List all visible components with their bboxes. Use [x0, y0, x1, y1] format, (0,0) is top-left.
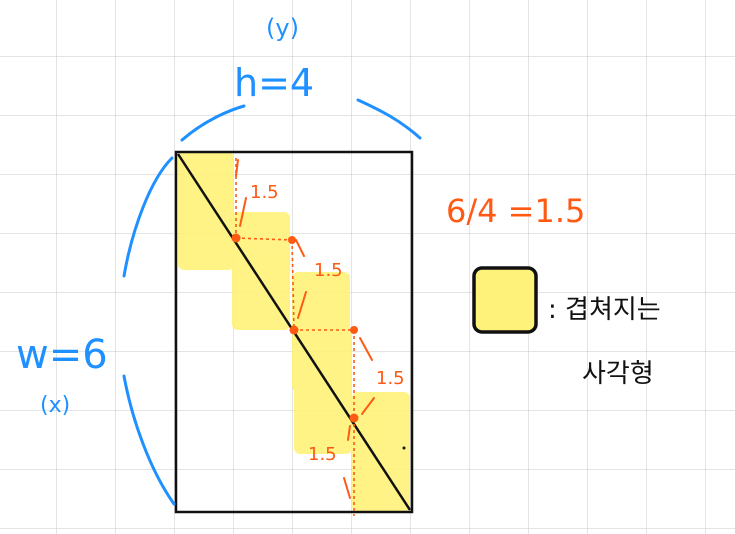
width-label: w=6	[16, 332, 108, 378]
width-brace	[122, 156, 176, 506]
intersection-point-4	[350, 326, 358, 334]
step-label-4: 1.5	[308, 444, 337, 465]
step-label-3: 1.5	[376, 368, 405, 389]
step-label-2: 1.5	[314, 260, 343, 281]
x-axis-label: (x)	[40, 393, 70, 418]
overlap-square-4	[294, 330, 352, 454]
intersection-points	[231, 233, 359, 423]
ratio-label: 6/4 =1.5	[446, 192, 585, 230]
step-label-1: 1.5	[250, 182, 279, 203]
intersection-point-5	[349, 413, 359, 423]
small-dot	[402, 446, 406, 450]
y-axis-label: (y)	[266, 14, 299, 42]
height-label: h=4	[234, 61, 314, 105]
legend-swatch	[472, 266, 538, 334]
intersection-point-3	[289, 325, 299, 335]
step-brackets	[235, 159, 375, 499]
overlap-squares	[178, 152, 410, 512]
overlap-square-1	[178, 152, 234, 270]
height-brace	[180, 98, 422, 142]
legend-text-line2: 사각형	[582, 359, 654, 389]
overlap-square-5	[352, 392, 410, 512]
legend-text-line1: : 겹쳐지는	[548, 295, 661, 325]
overlap-square-2	[232, 212, 290, 330]
intersection-point-2	[288, 236, 296, 244]
main-rectangle	[174, 150, 414, 514]
intersection-point-1	[231, 233, 241, 243]
